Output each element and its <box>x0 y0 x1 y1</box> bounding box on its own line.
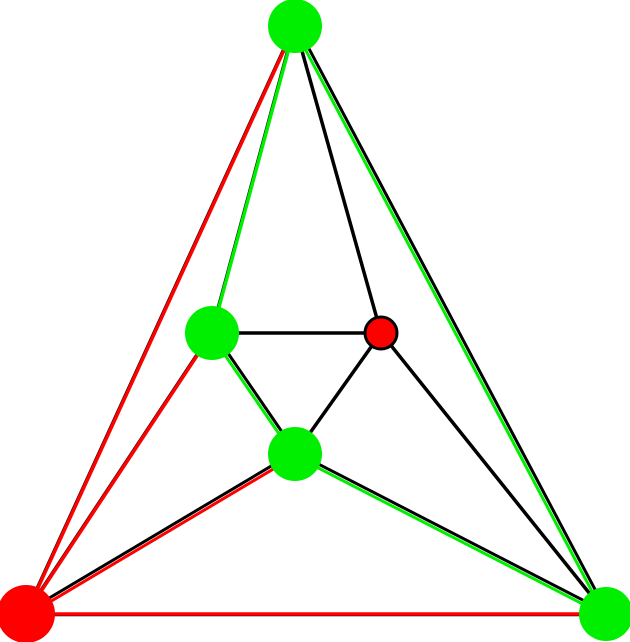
edge-top-inner-left <box>209 24 297 335</box>
node-bottom-left <box>0 585 55 642</box>
edge-inner-bottom-bottom-right-line-a <box>294 450 609 614</box>
edges-layer <box>23 23 610 618</box>
edge-inner-bottom-bottom-left <box>23 450 298 618</box>
edge-inner-bottom-bottom-right <box>292 450 609 618</box>
edge-top-bottom-right <box>291 23 610 617</box>
edge-inner-bottom-bottom-right-line-b <box>292 454 607 618</box>
edge-top-bottom-left <box>23 24 297 616</box>
edge-inner-left-bottom-left-line <box>24 331 214 616</box>
node-inner-right <box>363 315 399 351</box>
node-inner-left <box>185 306 239 360</box>
edge-top-bottom-left-line <box>24 24 297 616</box>
node-inner-bottom <box>268 427 322 481</box>
edge-top-inner-left-line <box>210 24 297 335</box>
edge-top-bottom-right-line-a <box>295 23 610 615</box>
edge-inner-bottom-bottom-left-line-b <box>23 450 296 614</box>
edge-top-inner-right-line <box>293 24 383 335</box>
edge-inner-left-bottom-left <box>23 331 214 616</box>
edge-top-inner-right <box>293 24 383 335</box>
node-top <box>268 0 322 53</box>
edge-bottom-left-bottom-right <box>24 612 608 617</box>
edge-top-bottom-right-line-b <box>291 25 606 617</box>
edge-inner-right-bottom-right-line <box>379 331 608 616</box>
edge-inner-right-bottom-right <box>379 331 608 616</box>
node-bottom-right <box>579 587 630 641</box>
edge-inner-bottom-bottom-left-line-a <box>25 454 298 618</box>
